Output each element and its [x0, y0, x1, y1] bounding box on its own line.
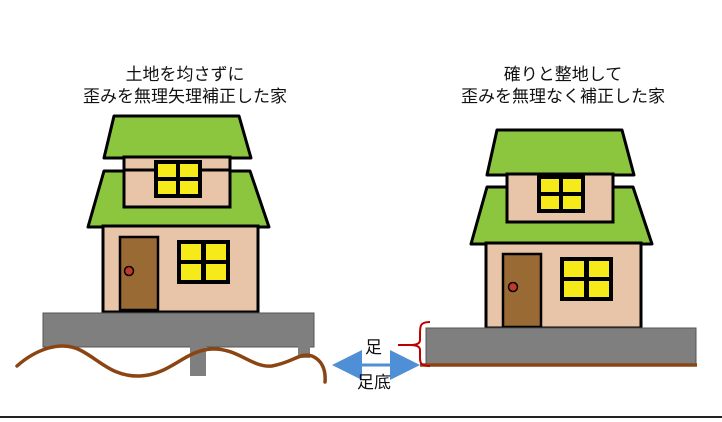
left-caption-line2: 歪みを無理矢理補正した家: [83, 87, 287, 107]
left-uneven-ground: [15, 344, 327, 384]
right-caption-line1: 確りと整地して: [503, 65, 623, 85]
right-caption-line2: 歪みを無理なく補正した家: [461, 87, 665, 107]
left-house-caption: 土地を均さずに 歪みを無理矢理補正した家: [50, 64, 320, 108]
ashi-label: 足: [365, 338, 382, 358]
right-house: [420, 128, 697, 367]
right-lower-window: [560, 257, 613, 301]
right-door-knob: [507, 281, 519, 293]
right-upper-roof: [485, 128, 636, 177]
ashizoko-label: 足底: [357, 373, 391, 393]
right-platform: [425, 327, 697, 365]
left-lower-window: [177, 240, 230, 284]
left-platform: [42, 312, 315, 348]
right-upper-window: [537, 175, 585, 213]
left-caption-line1: 土地を均さずに: [125, 65, 245, 85]
left-upper-roof: [102, 114, 253, 160]
right-house-caption: 確りと整地して 歪みを無理なく補正した家: [428, 64, 698, 108]
left-house: [15, 114, 327, 384]
right-door: [501, 252, 543, 329]
left-door-knob: [123, 265, 135, 277]
